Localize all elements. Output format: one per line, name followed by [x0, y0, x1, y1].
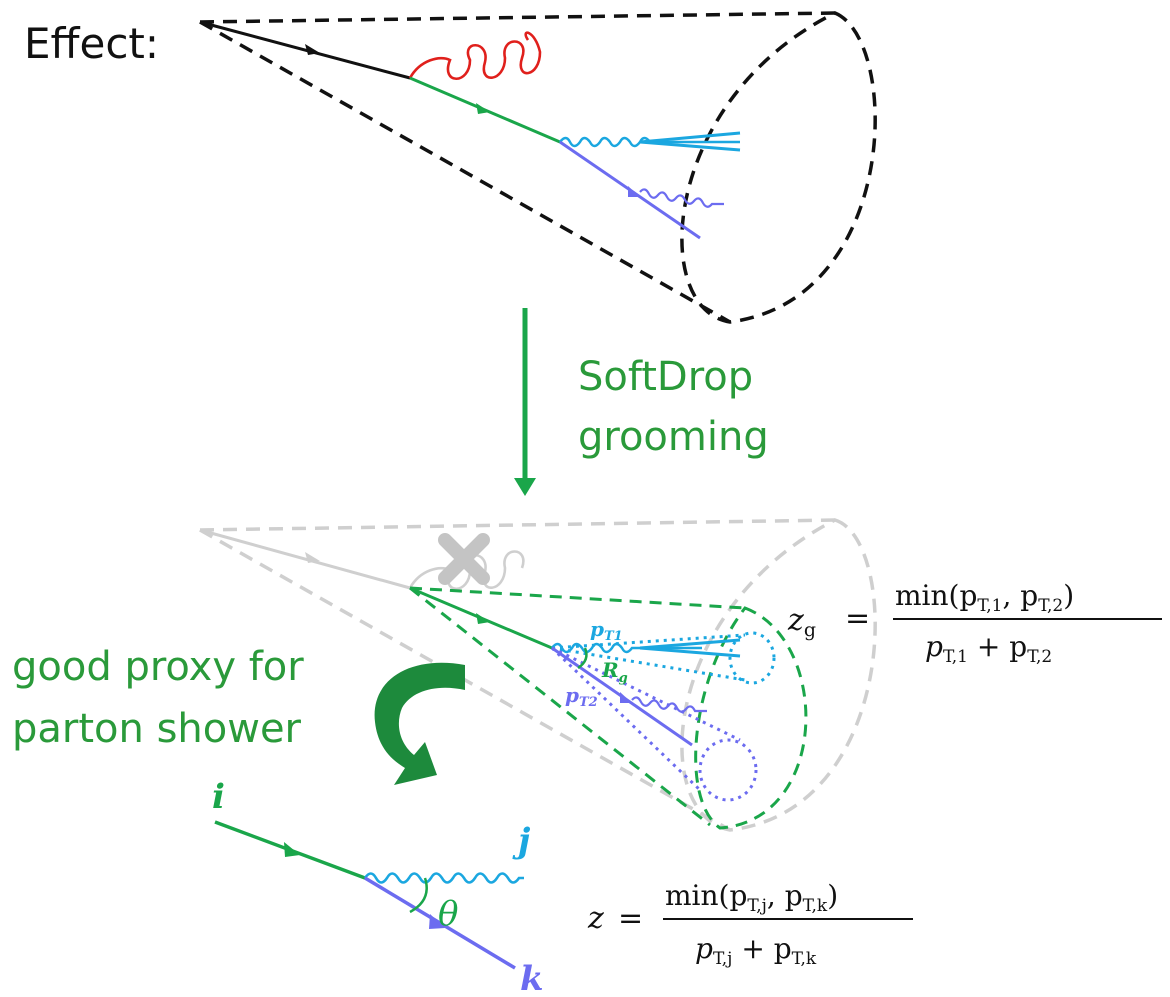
- label-j: j: [512, 821, 531, 861]
- label-k: k: [520, 959, 544, 997]
- splitting-diagram: [214, 820, 524, 970]
- groomed-jet-cyan-subjet: [551, 631, 776, 685]
- groomed-jet-green-line: [409, 586, 553, 650]
- cross-icon: [438, 533, 490, 585]
- formula-z: z = min(pT,j, pT,k) pT,j + pT,k: [587, 879, 913, 969]
- label-i: i: [212, 777, 225, 817]
- groomed-jet-purple-subjet: [550, 646, 758, 802]
- formula-z-denominator: pT,j + pT,k: [695, 932, 817, 969]
- formula-z-eq: =: [618, 901, 643, 936]
- formula-zg-lhs: zg: [787, 603, 816, 641]
- top-jet-quark-line: [199, 20, 411, 80]
- label-pt2: pT2: [565, 683, 598, 710]
- label-pt1: pT1: [590, 617, 623, 644]
- process-line-2: grooming: [578, 414, 769, 460]
- heading-effect: Effect:: [24, 19, 159, 68]
- top-jet-cone: [199, 11, 877, 324]
- top-jet-purple-branch: [559, 140, 724, 240]
- label-theta: θ: [438, 894, 458, 934]
- formula-zg: zg = min(pT,1, pT,2) pT,1 + pT,2: [787, 579, 1162, 667]
- curved-arrow-icon: [374, 662, 465, 785]
- proxy-line-1: good proxy for: [12, 644, 304, 690]
- formula-z-lhs: z: [587, 901, 604, 936]
- top-jet-red-gluon: [408, 31, 542, 81]
- top-jet-green-line: [409, 76, 561, 144]
- formula-z-numerator: min(pT,j, pT,k): [665, 879, 838, 916]
- label-rg: Rg: [601, 658, 628, 686]
- formula-zg-eq: =: [845, 601, 870, 636]
- formula-zg-numerator: min(pT,1, pT,2): [895, 579, 1074, 616]
- proxy-line-2: parton shower: [12, 706, 302, 752]
- process-line-1: SoftDrop: [578, 354, 753, 400]
- formula-zg-denominator: pT,1 + pT,2: [925, 630, 1052, 667]
- rg-angle-arc: [577, 647, 588, 670]
- groomed-jet-green-cone: [409, 586, 808, 830]
- grooming-arrow: [514, 308, 536, 496]
- top-jet-cyan-branch: [559, 131, 741, 152]
